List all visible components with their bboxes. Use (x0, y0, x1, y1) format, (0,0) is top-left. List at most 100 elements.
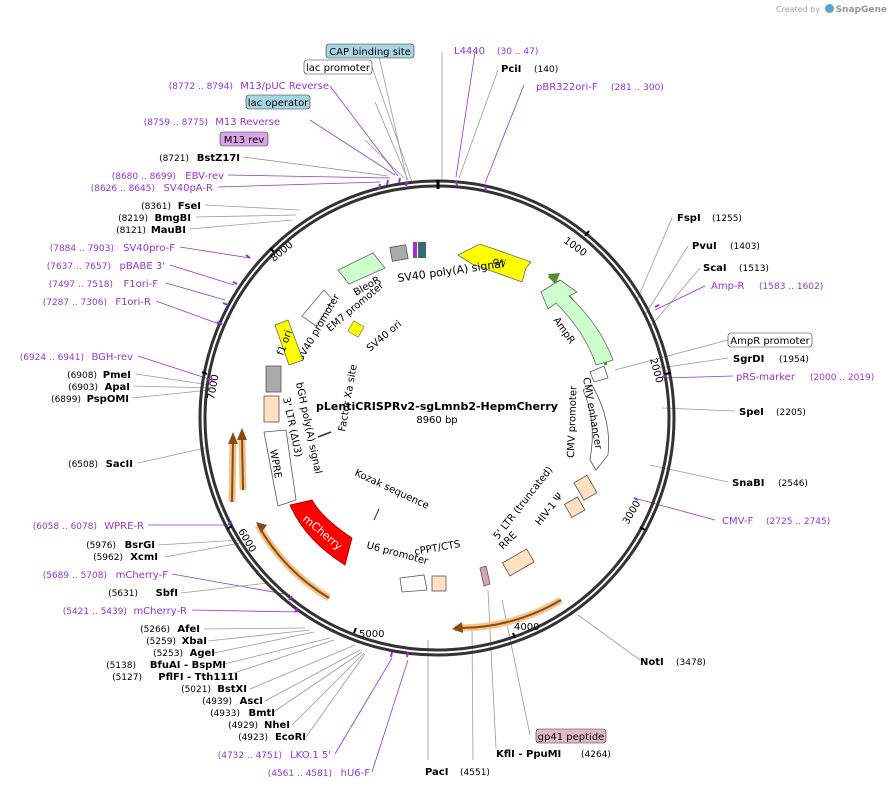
enzyme-sbfi-pos: (5631) (108, 589, 138, 599)
ltr3-box (263, 395, 280, 423)
enzyme-bmti-pos: (4933) (210, 709, 240, 719)
primer-pbr322ori-f: pBR322ori-F (536, 82, 598, 93)
enzyme-bstz17i: BstZ17I (197, 153, 240, 164)
primer-ebv-rev-pos: (8680 .. 8699) (112, 172, 176, 182)
ori-label: ori (491, 255, 507, 270)
primer-hu6-f-pos: (4561 .. 4581) (268, 769, 332, 779)
enzyme-sbfi: SbfI (156, 588, 178, 599)
enzyme-snabi: SnaBI (732, 478, 764, 489)
enzyme-bsrgi-pos: (5976) (86, 541, 116, 551)
enzyme-bmti: BmtI (248, 708, 275, 719)
kozak-mark (373, 508, 380, 521)
bgh-box (265, 365, 282, 393)
m13-rev-label: M13 rev (224, 135, 265, 146)
primer-l4440: L4440 (454, 46, 485, 57)
enzyme-xcmi-pos: (5962) (93, 553, 123, 563)
mcherry-feature-arrow (289, 499, 353, 566)
gp41-peptide-box (535, 728, 607, 744)
tick-label-3000: 3000 (621, 499, 643, 527)
cppt-label: cPPT/CTS (414, 539, 462, 558)
cmv-enhancer-box (582, 384, 609, 471)
enzyme-bsrgi: BsrGI (125, 540, 155, 551)
primer-amp-r-pos: (1583 .. 1602) (759, 282, 823, 292)
enzyme-pspomi: PspOMI (87, 394, 129, 405)
lac-operator-label: lac operator (248, 98, 309, 109)
primer-m13puc-name: M13/pUC Reverse (240, 81, 329, 92)
primer-pbr322ori-f-pos: (281 .. 300) (611, 83, 664, 93)
orange-bar-a-arrowhead (228, 432, 238, 444)
wpre-label: WPRE (267, 449, 283, 480)
enzyme-spei: SpeI (739, 407, 764, 418)
hiv-label: HIV-1 Ψ (534, 491, 566, 528)
enzyme-pflfi-pos: (5127) (112, 673, 142, 683)
primer-marks (207, 177, 668, 658)
enzyme-afei-pos: (5266) (140, 625, 170, 635)
f1-ori-feature-arrow (274, 319, 304, 366)
primer-m13-reverse-name: M13 Reverse (215, 117, 280, 128)
primer-sv40pro-f-pos: (7884 .. 7903) (50, 244, 114, 254)
lac-operator-box (418, 242, 426, 258)
enzyme-afei: AfeI (177, 624, 200, 635)
primer-m13-reverse-pos: (8759 .. 8775) (144, 118, 208, 128)
m13-rev-box (219, 131, 269, 147)
sv40-polya-box (389, 244, 409, 262)
ampr-feature-arrow (540, 279, 614, 366)
primer-m13puc-pos: (8772 .. 8794) (169, 82, 233, 92)
primer-l4440-pos: (30 .. 47) (497, 47, 538, 57)
primer-mcherry-r-pos: (5421 .. 5439) (63, 607, 127, 617)
primer-bgh-rev-name: BGH-rev (91, 352, 133, 363)
enzyme-pmei-pos: (6908) (67, 371, 97, 381)
enzyme-bfuai-bspmi: BfuAI - BspMI (150, 660, 226, 671)
leader-lines (131, 51, 736, 773)
enzyme-sgrdi-pos: (1954) (779, 355, 809, 365)
enzyme-pcii-pos: (140) (534, 65, 558, 75)
factor-xa-label: Factor Xa site (337, 364, 360, 433)
enzyme-bstz17i-pos: (8721) (159, 154, 189, 164)
snapgene-brand-name: SnapGene (835, 5, 887, 15)
enzyme-bfuai-pos: (5138) (106, 661, 136, 671)
primer-f1ori-r-name: F1ori-R (115, 297, 151, 308)
sv40-ori-box (347, 320, 365, 338)
primer-mcherry-f-name: mCherry-F (116, 570, 169, 581)
ltr5-label: 5' LTR (truncated) (492, 465, 556, 542)
enzyme-maubi-pos: (8121) (116, 226, 146, 236)
enzyme-bmgbi: BmgBI (154, 213, 191, 224)
primer-prs-marker: pRS-marker (736, 372, 796, 383)
bleor-feature-arrow (337, 252, 386, 285)
enzyme-pmei: PmeI (103, 370, 131, 381)
factor-xa-mark (317, 431, 332, 438)
enzyme-pflfi-tth111i: PflFI - Tth111I (158, 672, 238, 683)
enzyme-bstxi-pos: (5021) (181, 685, 211, 695)
rre-box (501, 548, 535, 577)
enzyme-pvui: PvuI (692, 241, 717, 252)
orange-bar-a (231, 439, 234, 503)
ampr-promoter-box-label (727, 332, 813, 348)
scale-ticks (201, 180, 672, 639)
orange-arc-bottom-arrowhead (452, 622, 463, 633)
primer-f1ori-f-pos: (7497 .. 7518) (49, 280, 113, 290)
enzyme-scai-pos: (1513) (739, 264, 769, 274)
primer-wpre-r-pos: (6058 .. 6078) (33, 522, 97, 532)
ltr5-box (573, 474, 598, 501)
wpre-feature-box (263, 429, 297, 507)
enzyme-xbai: XbaI (182, 636, 207, 647)
primer-ebv-rev-name: EBV-rev (185, 171, 224, 182)
enzyme-bmgbi-pos: (8219) (118, 214, 148, 224)
primer-mcherry-r-name: mCherry-R (133, 606, 187, 617)
primer-f1ori-r-pos: (7287 .. 7306) (43, 298, 107, 308)
enzyme-sacii: SacII (106, 459, 133, 470)
primer-sv40pro-f-name: SV40pro-F (123, 243, 175, 254)
primer-cmv-f: CMV-F (722, 516, 753, 527)
enzyme-apai: ApaI (105, 382, 130, 393)
plasmid-size: 8960 bp (416, 415, 457, 426)
enzyme-spei-pos: (2205) (776, 408, 806, 418)
enzyme-fspi-pos: (1255) (712, 214, 742, 224)
primer-pbabe3-name: pBABE 3' (119, 261, 165, 272)
enzyme-paci-pos: (4551) (460, 768, 490, 778)
enzyme-noti-pos: (3478) (676, 658, 706, 668)
enzyme-noti: NotI (640, 657, 664, 668)
enzyme-scai: ScaI (703, 263, 727, 274)
orange-arc-bottom (454, 599, 562, 630)
enzyme-maubi: MauBI (151, 225, 186, 236)
